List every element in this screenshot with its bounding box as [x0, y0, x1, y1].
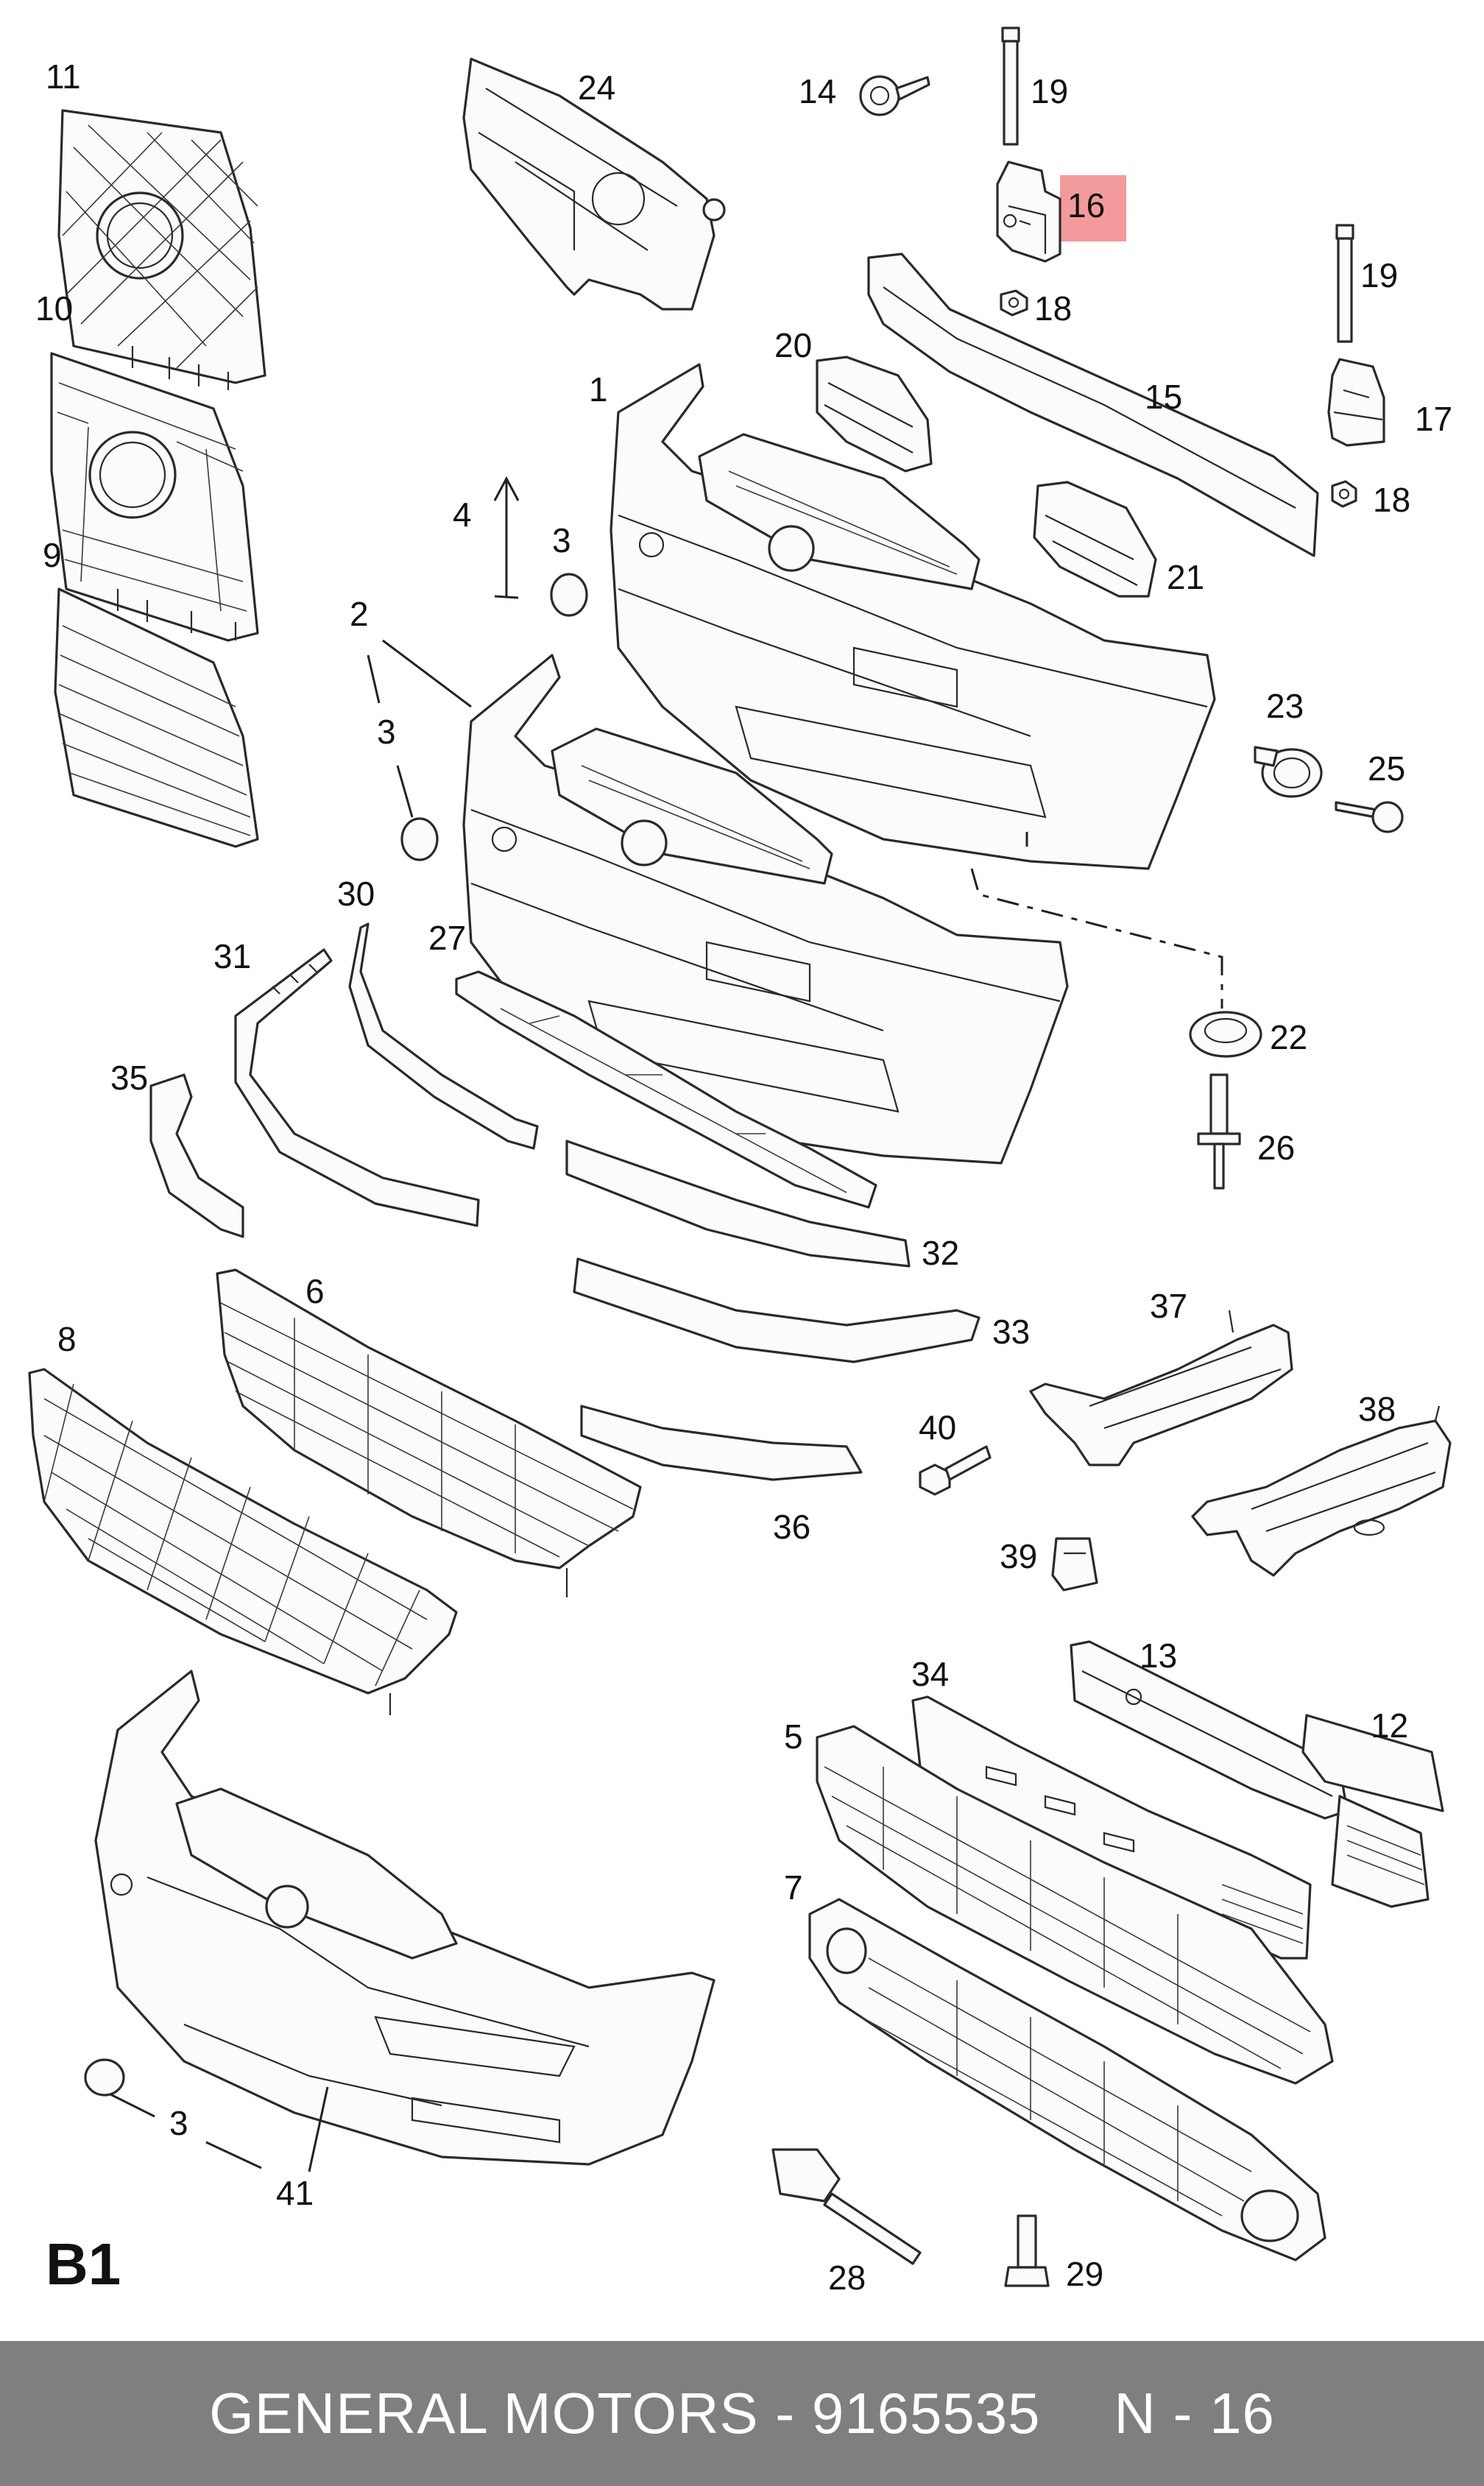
- part-38-duct[interactable]: [1191, 1405, 1452, 1577]
- callout-20[interactable]: 20: [774, 326, 812, 364]
- part-33-strip[interactable]: [573, 1257, 981, 1363]
- callout-3-lower[interactable]: 3: [169, 2104, 188, 2142]
- callout-18-upper[interactable]: 18: [1034, 289, 1072, 328]
- callouts: 11 24 14 19 16 10 18 19 20 1 15 17 18 4 …: [35, 57, 1452, 2297]
- part-22-grommet[interactable]: [1189, 1011, 1262, 1058]
- footer-ref-text: N - 16: [1114, 2381, 1275, 2446]
- callout-14[interactable]: 14: [799, 72, 836, 110]
- part-15-impact-bar[interactable]: [867, 253, 1319, 557]
- callout-32[interactable]: 32: [922, 1234, 959, 1272]
- part-8-grille[interactable]: [28, 1368, 458, 1715]
- part-3-cap-lower[interactable]: [84, 2058, 125, 2097]
- callout-19-upper[interactable]: 19: [1031, 72, 1068, 110]
- part-10-grille[interactable]: [50, 352, 259, 642]
- part-32-strip[interactable]: [565, 1140, 911, 1268]
- footer-bar: GENERAL MOTORS - 9165535 N - 16: [0, 2341, 1484, 2486]
- part-19-bolt-lower[interactable]: [1335, 224, 1354, 343]
- callout-13[interactable]: 13: [1140, 1636, 1177, 1675]
- callout-12[interactable]: 12: [1371, 1706, 1408, 1745]
- callout-24[interactable]: 24: [578, 68, 615, 107]
- callout-39[interactable]: 39: [1000, 1537, 1037, 1575]
- callout-8[interactable]: 8: [57, 1320, 77, 1358]
- part-6-grille[interactable]: [216, 1268, 642, 1597]
- part-2-bumper-cover[interactable]: [462, 654, 1069, 1165]
- callout-28[interactable]: 28: [828, 2259, 866, 2297]
- parts-diagram: 11 24 14 19 16 10 18 19 20 1 15 17 18 4 …: [28, 27, 1452, 2297]
- part-28-clip[interactable]: [771, 2148, 922, 2265]
- callout-2[interactable]: 2: [350, 595, 369, 633]
- part-1-bumper-cover[interactable]: [610, 363, 1216, 870]
- part-25-screw[interactable]: [1335, 801, 1404, 833]
- part-3-cap-upper[interactable]: [550, 573, 588, 617]
- part-17-bracket[interactable]: [1327, 358, 1385, 447]
- callout-17[interactable]: 17: [1415, 400, 1452, 438]
- part-27-strip[interactable]: [455, 970, 877, 1209]
- callout-18-lower[interactable]: 18: [1373, 481, 1410, 519]
- callout-25[interactable]: 25: [1368, 749, 1405, 788]
- callout-6[interactable]: 6: [305, 1272, 325, 1310]
- callout-3-upper[interactable]: 3: [552, 521, 571, 559]
- callout-5[interactable]: 5: [784, 1717, 803, 1756]
- callout-38[interactable]: 38: [1358, 1390, 1396, 1428]
- part-24-bracket[interactable]: [462, 57, 726, 311]
- part-20-bracket[interactable]: [816, 356, 933, 473]
- part-3-cap-left[interactable]: [400, 817, 439, 861]
- callout-37[interactable]: 37: [1150, 1287, 1187, 1325]
- part-30-trim[interactable]: [348, 922, 539, 1150]
- footer-part-text: GENERAL MOTORS - 9165535: [209, 2381, 1041, 2446]
- callout-40[interactable]: 40: [919, 1408, 956, 1447]
- callout-33[interactable]: 33: [992, 1313, 1030, 1351]
- part-29-bolt[interactable]: [1004, 2214, 1050, 2287]
- callout-34[interactable]: 34: [911, 1655, 949, 1693]
- highlight-box-part-16[interactable]: [1060, 175, 1126, 241]
- callout-16[interactable]: 16: [1067, 186, 1105, 225]
- callout-22[interactable]: 22: [1270, 1018, 1307, 1056]
- part-35-trim[interactable]: [149, 1073, 244, 1238]
- callout-26[interactable]: 26: [1257, 1129, 1295, 1167]
- callout-19-lower[interactable]: 19: [1360, 256, 1398, 294]
- callout-7[interactable]: 7: [784, 1868, 803, 1907]
- callout-4[interactable]: 4: [453, 495, 472, 534]
- callout-11[interactable]: 11: [46, 57, 81, 96]
- part-19-bolt-upper[interactable]: [1001, 27, 1020, 146]
- part-31-trim[interactable]: [234, 948, 480, 1227]
- callout-23[interactable]: 23: [1266, 687, 1304, 725]
- part-12-insert[interactable]: [1301, 1714, 1444, 1908]
- part-4-pin[interactable]: [493, 476, 520, 599]
- callout-21[interactable]: 21: [1167, 558, 1204, 596]
- callout-29[interactable]: 29: [1066, 2255, 1103, 2293]
- part-16-bracket[interactable]: [996, 160, 1061, 263]
- part-23-grommet[interactable]: [1254, 746, 1323, 798]
- callout-30[interactable]: 30: [337, 875, 375, 913]
- callout-10[interactable]: 10: [35, 289, 73, 328]
- part-18-nut-lower[interactable]: [1331, 480, 1357, 508]
- diagram-tag: B1: [46, 2231, 121, 2297]
- part-39-clip[interactable]: [1051, 1537, 1098, 1592]
- part-7-grille[interactable]: [808, 1898, 1326, 2261]
- callout-9[interactable]: 9: [43, 536, 62, 574]
- part-21-bracket[interactable]: [1033, 481, 1157, 598]
- part-37-duct[interactable]: [1029, 1310, 1293, 1466]
- leader-lines: [110, 639, 1223, 2172]
- part-18-nut-upper[interactable]: [1000, 289, 1028, 317]
- callout-35[interactable]: 35: [110, 1059, 148, 1097]
- callout-27[interactable]: 27: [428, 919, 466, 957]
- callout-36[interactable]: 36: [773, 1508, 810, 1546]
- callout-41[interactable]: 41: [276, 2174, 314, 2212]
- part-9-grille[interactable]: [54, 587, 259, 848]
- callout-31[interactable]: 31: [213, 937, 251, 975]
- part-36-strip[interactable]: [580, 1405, 863, 1481]
- part-41-bumper-cover[interactable]: [94, 1670, 716, 2166]
- part-26-pin[interactable]: [1197, 1073, 1241, 1190]
- part-14-screw[interactable]: [859, 75, 930, 116]
- part-11-grille[interactable]: [57, 109, 266, 390]
- callout-1[interactable]: 1: [589, 370, 608, 409]
- callout-15[interactable]: 15: [1145, 378, 1182, 416]
- part-5-grille[interactable]: [816, 1725, 1334, 2085]
- part-40-bolt[interactable]: [919, 1445, 992, 1496]
- callout-3-left[interactable]: 3: [377, 713, 396, 751]
